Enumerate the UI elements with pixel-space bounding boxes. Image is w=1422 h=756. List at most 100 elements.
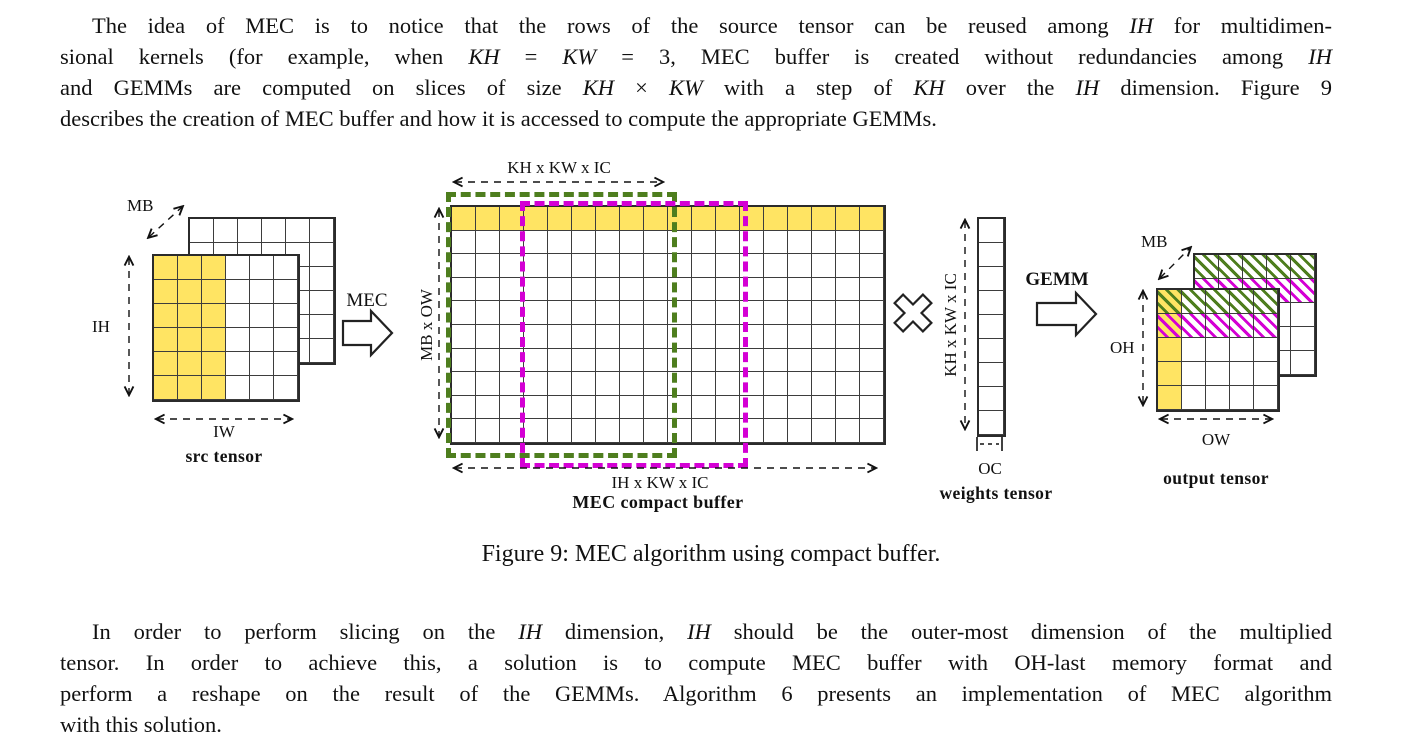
grid-cell: [572, 230, 596, 255]
grid-cell: [836, 324, 860, 349]
grid-cell: [1230, 386, 1254, 410]
paragraph-intro: The idea of MEC is to notice that the ro…: [60, 10, 1332, 134]
grid-cell: [716, 277, 740, 302]
grid-cell: [644, 277, 668, 302]
grid-cell: [692, 348, 716, 373]
grid-cell: [202, 256, 226, 280]
buffer-bottom-dim-label: IH x KW x IC: [611, 473, 709, 492]
grid-cell: [692, 207, 716, 231]
grid-cell: [692, 419, 716, 443]
grid-cell: [860, 372, 884, 396]
grid-cell: [476, 277, 500, 302]
grid-cell: [860, 348, 884, 373]
grid-cell: [836, 230, 860, 255]
grid-cell: [788, 254, 812, 278]
grid-cell: [596, 230, 620, 255]
grid-cell: [476, 348, 500, 373]
grid-cell: [644, 324, 668, 349]
grid-cell: [812, 419, 836, 443]
grid-cell: [812, 230, 836, 255]
weights-tensor-caption: weights tensor: [939, 483, 1053, 503]
grid-cell: [452, 301, 476, 325]
grid-cell: [764, 277, 788, 302]
grid-cell: [596, 419, 620, 443]
grid-cell: [596, 277, 620, 302]
grid-cell: [788, 395, 812, 420]
grid-cell: [1291, 351, 1315, 375]
paragraph-line: In order to perform slicing on the IH di…: [92, 619, 1333, 644]
grid-cell: [596, 207, 620, 231]
grid-cell: [716, 254, 740, 278]
grid-cell: [644, 207, 668, 231]
grid-cell: [548, 395, 572, 420]
grid-cell: [620, 277, 644, 302]
grid-cell: [596, 301, 620, 325]
grid-cell: [452, 324, 476, 349]
grid-cell: [716, 324, 740, 349]
grid-cell: [716, 419, 740, 443]
grid-cell: [812, 301, 836, 325]
grid-cell: [1267, 255, 1291, 279]
grid-cell: [836, 372, 860, 396]
grid-cell: [620, 395, 644, 420]
grid-cell: [692, 301, 716, 325]
grid-cell: [644, 395, 668, 420]
grid-cell: [812, 277, 836, 302]
mec-arrow-label: MEC: [346, 290, 388, 311]
grid-cell: [1230, 338, 1254, 362]
grid-cell: [716, 301, 740, 325]
grid-cell: [716, 395, 740, 420]
grid-cell: [572, 324, 596, 349]
grid-cell: [250, 328, 274, 352]
grid-cell: [979, 387, 1004, 411]
grid-cell: [812, 395, 836, 420]
grid-cell: [274, 280, 298, 304]
grid-cell: [788, 348, 812, 373]
grid-cell: [572, 372, 596, 396]
grid-cell: [788, 301, 812, 325]
grid-cell: [202, 376, 226, 400]
grid-cell: [860, 324, 884, 349]
grid-cell: [548, 324, 572, 349]
grid-cell: [1158, 386, 1182, 410]
grid-cell: [644, 348, 668, 373]
grid-cell: [620, 207, 644, 231]
grid-cell: [692, 254, 716, 278]
grid-cell: [716, 207, 740, 231]
grid-cell: [692, 277, 716, 302]
grid-cell: [250, 304, 274, 328]
src-ih-label: IH: [92, 317, 110, 336]
grid-cell: [860, 395, 884, 420]
grid-cell: [620, 254, 644, 278]
output-tensor-caption: output tensor: [1163, 468, 1269, 488]
grid-cell: [202, 280, 226, 304]
grid-cell: [764, 348, 788, 373]
buffer-caption: MEC compact buffer: [572, 492, 744, 512]
grid-cell: [836, 254, 860, 278]
grid-cell: [154, 328, 178, 352]
grid-cell: [178, 256, 202, 280]
grid-cell: [572, 254, 596, 278]
grid-cell: [860, 419, 884, 443]
grid-cell: [788, 230, 812, 255]
grid-cell: [764, 419, 788, 443]
grid-cell: [154, 376, 178, 400]
grid-cell: [524, 230, 548, 255]
grid-cell: [250, 352, 274, 376]
grid-cell: [1219, 255, 1243, 279]
grid-cell: [1230, 314, 1254, 338]
grid-cell: [979, 219, 1004, 243]
grid-cell: [1254, 290, 1278, 314]
grid-cell: [812, 372, 836, 396]
grid-cell: [620, 230, 644, 255]
grid-cell: [1182, 362, 1206, 386]
grid-cell: [1254, 386, 1278, 410]
grid-cell: [620, 419, 644, 443]
grid-cell: [178, 376, 202, 400]
grid-cell: [620, 372, 644, 396]
green-slice-outline: [446, 192, 677, 458]
grid-cell: [1291, 303, 1315, 327]
grid-cell: [452, 277, 476, 302]
grid-cell: [692, 230, 716, 255]
